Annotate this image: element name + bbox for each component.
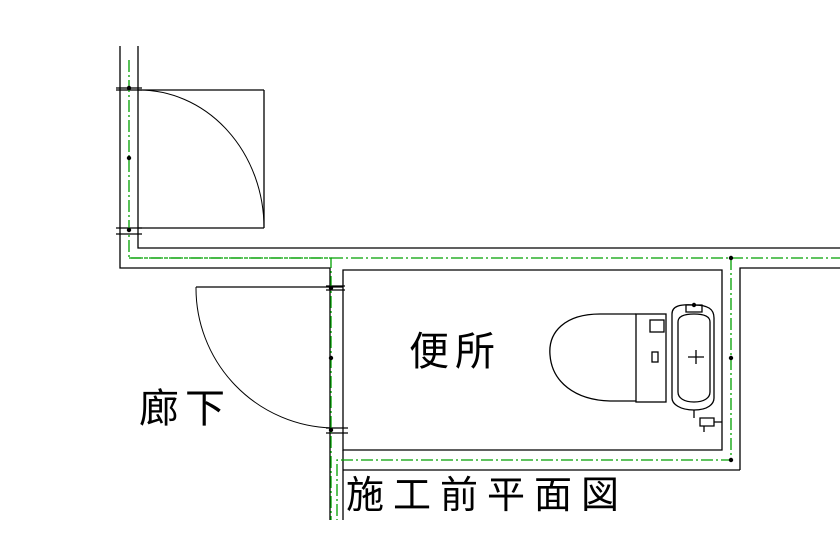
toilet-bowl xyxy=(549,313,636,402)
center-line-left-upper xyxy=(128,60,840,259)
toilet-seat-base xyxy=(635,313,667,403)
node-dot xyxy=(328,285,334,291)
room-label-toilet: 便所 xyxy=(409,329,501,375)
tank-inner xyxy=(677,313,711,403)
room-label-corridor: 廊下 xyxy=(139,386,231,432)
toilet-control xyxy=(649,319,665,333)
upper-door-swing xyxy=(137,89,265,229)
node-dot xyxy=(328,427,334,433)
tank-lid xyxy=(685,304,703,313)
node-dot xyxy=(728,457,734,463)
lower-door-frame-bottom xyxy=(326,427,348,434)
tank-outline xyxy=(671,304,715,411)
drawing-title: 施工前平面図 xyxy=(346,473,629,517)
flush-handle xyxy=(688,350,704,364)
upper-door-leaf xyxy=(138,89,265,228)
center-line-left-lower xyxy=(129,257,332,520)
supply-valve xyxy=(693,410,722,432)
toilet-room-outline xyxy=(342,269,723,451)
node-dot xyxy=(126,85,132,91)
lower-door-swing xyxy=(195,286,333,429)
wall-left-upper xyxy=(119,46,331,520)
wall-left-upper-inner xyxy=(137,46,840,249)
lower-door-frame-top xyxy=(326,285,345,291)
toilet-button xyxy=(651,351,659,363)
node-dot xyxy=(126,227,132,233)
node-dot xyxy=(691,302,697,308)
wall-right xyxy=(739,267,840,470)
node-dot xyxy=(328,355,334,361)
node-dot xyxy=(126,155,132,161)
node-dot xyxy=(728,255,734,261)
node-dot xyxy=(728,355,734,361)
